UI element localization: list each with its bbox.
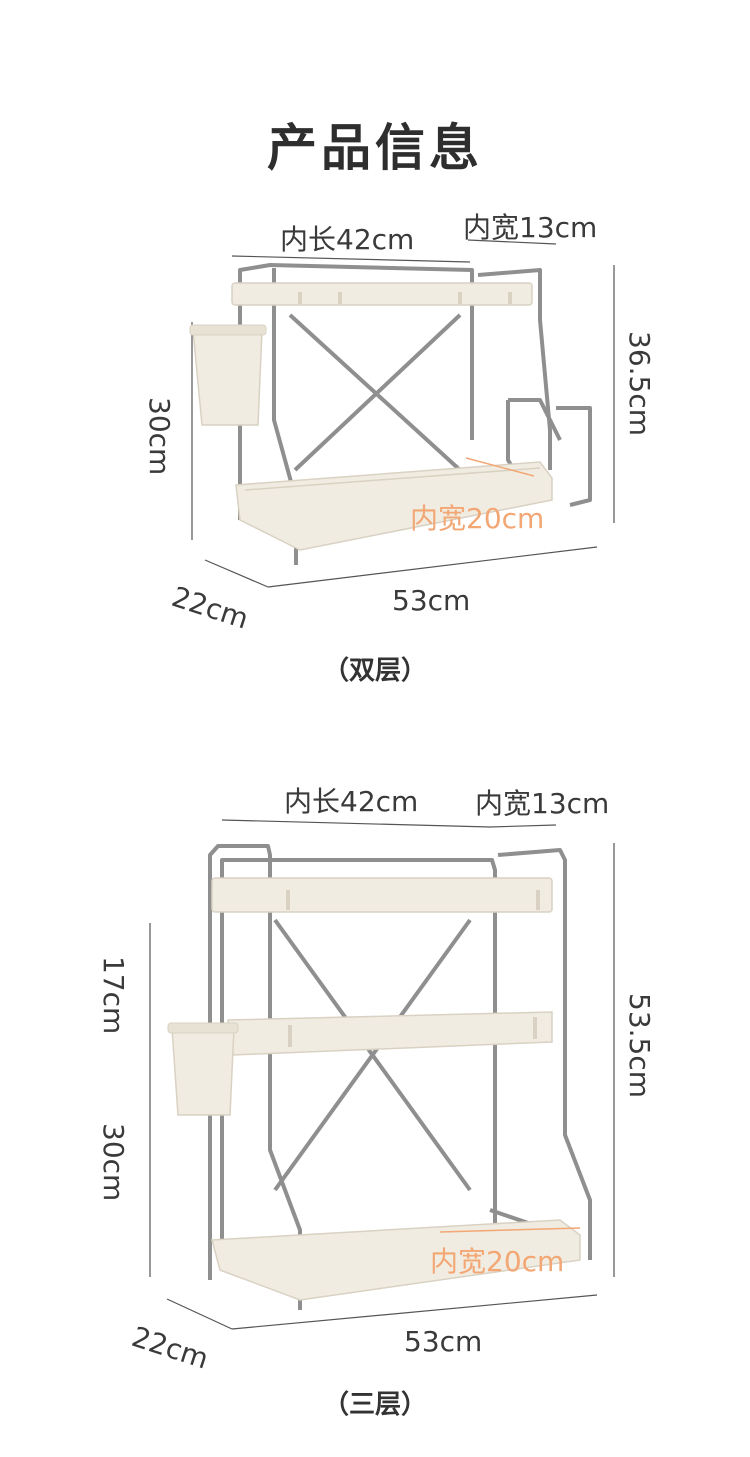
inner-width-top-label: 内宽13cm (475, 787, 610, 820)
inner-width-top-label: 内宽13cm (463, 211, 598, 244)
side-cup (189, 324, 267, 426)
top-tray (211, 877, 553, 913)
dimension-lines (149, 819, 615, 1330)
inner-length-label: 内长42cm (280, 223, 415, 256)
double-layer-diagram: 内长42cm 内宽13cm 内宽20cm 36.5cm 30cm 22cm 53… (0, 0, 750, 720)
double-layer-rack-drawing (189, 239, 615, 588)
triple-layer-rack-drawing (149, 819, 615, 1330)
height-lower-label: 30cm (97, 1123, 130, 1202)
width-label: 53cm (392, 584, 471, 617)
middle-tray (227, 1011, 553, 1056)
height-upper-label: 17cm (97, 956, 130, 1035)
height-total-label: 53.5cm (623, 993, 656, 1099)
bottom-tray (211, 1219, 581, 1301)
dimension-lines (191, 239, 615, 588)
double-layer-caption: （双层） (322, 656, 427, 686)
top-tray (231, 282, 533, 306)
height-side-label: 30cm (143, 397, 176, 476)
height-total-label: 36.5cm (623, 331, 656, 437)
inner-width-bottom-label: 内宽20cm (410, 502, 545, 535)
triple-layer-diagram: 内长42cm 内宽13cm 内宽20cm 53.5cm 17cm 30cm 22… (0, 720, 750, 1457)
triple-layer-caption: （三层） (322, 1390, 427, 1420)
side-cup (167, 1022, 239, 1116)
rack-frame (238, 263, 592, 565)
bottom-tray (235, 457, 553, 551)
page-title: 产品信息 (267, 119, 483, 177)
rack-frame (208, 844, 592, 1310)
inner-length-label: 内长42cm (284, 785, 419, 818)
width-label: 53cm (404, 1325, 483, 1358)
inner-width-bottom-label: 内宽20cm (430, 1245, 565, 1278)
